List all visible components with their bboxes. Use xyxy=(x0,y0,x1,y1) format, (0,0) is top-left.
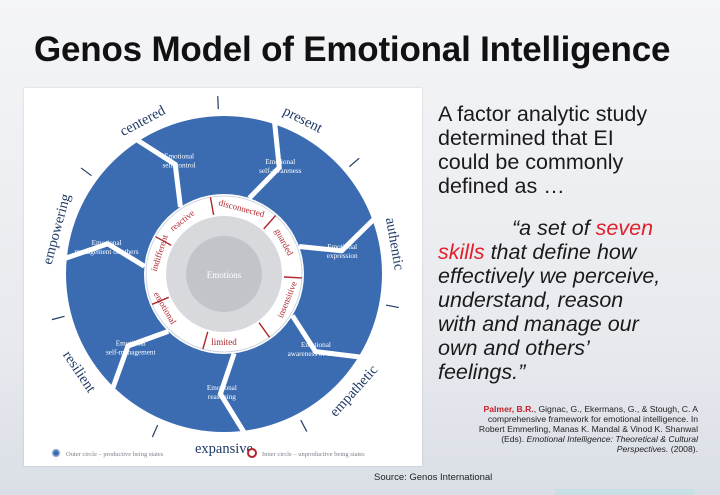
page-title: Genos Model of Emotional Intelligence xyxy=(34,30,671,69)
inner-ring-word: limited xyxy=(211,337,237,347)
legend-inner-label: Inner circle – unproductive being states xyxy=(262,451,365,458)
ref-author: Palmer, B.R. xyxy=(483,404,534,414)
ref-line: (Eds). Emotional Intelligence: Theoretic… xyxy=(398,434,698,444)
ref-text: , Gignac, G., Ekermans, G., & Stough, C.… xyxy=(533,404,698,414)
inner-ring-divider xyxy=(283,276,302,279)
definition-quote: “a set of seven skills that define how e… xyxy=(438,216,718,384)
center-label: Emotions xyxy=(207,270,242,280)
inner-ring-divider xyxy=(258,322,271,338)
quote-line: skills that define how xyxy=(438,240,718,264)
segment-divider xyxy=(110,329,170,390)
quote-line: own and others’ xyxy=(438,336,590,360)
quote-highlight-skills: skills xyxy=(438,240,485,264)
quote-line: “a set of seven xyxy=(438,216,718,240)
segment-divider xyxy=(135,137,183,208)
segment-divider xyxy=(217,352,247,435)
quote-highlight-seven: seven xyxy=(595,216,654,240)
reference-citation: Palmer, B.R., Gignac, G., Ekermans, G., … xyxy=(398,404,698,454)
segment-divider xyxy=(247,121,282,200)
quote-open: “a set of xyxy=(512,216,590,240)
ref-book-title: Perspectives. xyxy=(616,444,669,454)
outer-ring-tick xyxy=(300,419,308,432)
outer-ring-tick xyxy=(80,167,92,177)
outer-ring-tick xyxy=(385,304,399,309)
outer-ring-word: authentic xyxy=(382,216,407,271)
intro-line: could be commonly xyxy=(438,150,624,174)
inner-ring-border xyxy=(145,195,303,353)
quote-line: feelings.” xyxy=(438,360,526,384)
ref-line: Robert Emmerling, Manas K. Mandal & Vino… xyxy=(478,424,698,434)
quote-text: that define how xyxy=(490,240,637,264)
ref-line: Palmer, B.R., Gignac, G., Ekermans, G., … xyxy=(398,404,698,414)
intro-text: A factor analytic study determined that … xyxy=(438,102,718,198)
core-inner xyxy=(186,236,262,312)
intro-line: defined as … xyxy=(438,174,565,198)
segment-divider xyxy=(63,241,146,269)
ref-line: Perspectives. (2008). xyxy=(398,444,698,454)
inner-ring-divider xyxy=(263,215,277,230)
outer-ring-word: expansive xyxy=(195,441,253,457)
legend-outer-marker xyxy=(51,448,61,458)
legend-outer-label: Outer circle – productive being states xyxy=(66,451,164,458)
decorative-strip xyxy=(555,489,695,495)
ref-book-title: Emotional Intelligence: Theoretical & Cu… xyxy=(526,434,699,444)
ref-text: (2008). xyxy=(670,444,698,454)
outer-ring-tick xyxy=(151,424,159,438)
inner-ring-divider xyxy=(202,331,209,350)
intro-line: determined that EI xyxy=(438,126,614,150)
quote-line: effectively we perceive, xyxy=(438,264,661,288)
legend-inner-marker xyxy=(247,448,257,458)
ref-line: comprehensive framework for emotional in… xyxy=(487,414,698,424)
inner-ring-divider xyxy=(155,236,172,246)
segment-divider xyxy=(298,217,376,254)
quote-line: with and manage our xyxy=(438,312,639,336)
outer-ring-tick xyxy=(51,315,65,321)
outer-ring-tick xyxy=(348,157,360,168)
quote-line: understand, reason xyxy=(438,288,624,312)
intro-line: A factor analytic study xyxy=(438,102,648,126)
segment-divider xyxy=(290,314,362,360)
source-credit: Source: Genos International xyxy=(374,472,493,483)
ref-text: (Eds). xyxy=(501,434,525,444)
inner-ring-divider xyxy=(151,296,169,305)
inner-ring-divider xyxy=(209,197,215,216)
